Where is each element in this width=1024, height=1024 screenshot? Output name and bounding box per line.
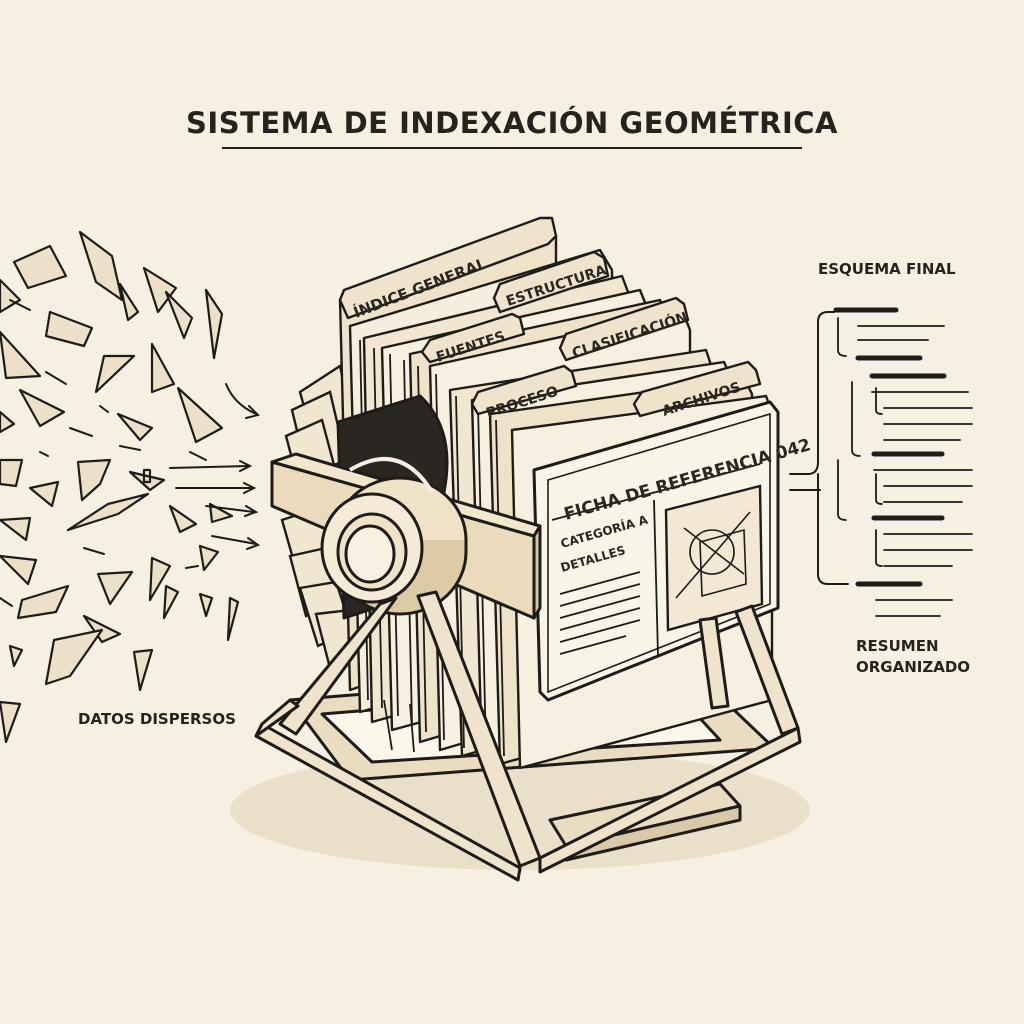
title-underline [222,147,802,149]
output-connector [789,311,849,585]
label-scattered-data: DATOS DISPERSOS [78,710,236,728]
folder-tabs [338,216,762,418]
a-frame-stand [254,590,802,882]
scheme-tree [833,307,973,617]
scattered-data-shards [0,230,240,744]
label-summary-line2: ORGANIZADO [856,658,971,676]
scatter-strokes [0,299,207,607]
label-summary-line1: RESUMEN [856,637,939,655]
hub-highlight [348,457,434,494]
diagram-title: SISTEMA DE INDEXACIÓN GEOMÉTRICA [186,106,838,140]
input-arrows [169,383,261,550]
label-final-scheme: ESQUEMA FINAL [818,260,956,278]
image-placeholder-icon [675,511,751,599]
label-organized-summary: RESUMEN ORGANIZADO [856,636,970,678]
axle-assembly [270,394,542,620]
